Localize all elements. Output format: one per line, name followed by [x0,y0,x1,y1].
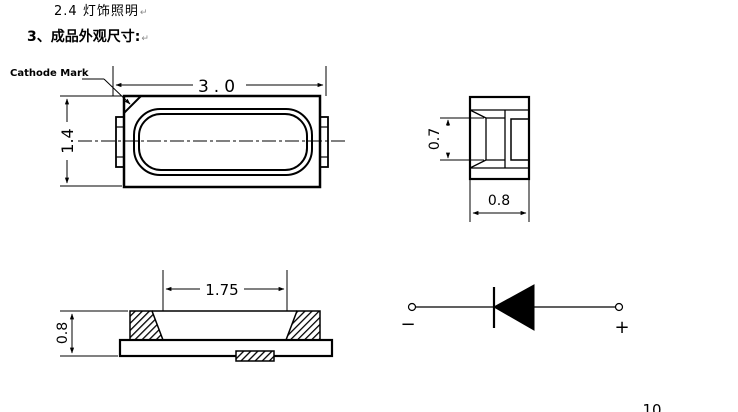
top-view-lens-inner [138,113,308,171]
subsection-heading: 3、成品外观尺寸:↵ [27,26,149,46]
diode-symbol [407,284,624,331]
top-view-left-lead [115,116,125,168]
diode-triangle [492,284,535,331]
section-view [60,270,334,362]
section-left-wall [129,310,165,341]
side-view-body [468,95,531,181]
side-height-dimension: 0.7 [427,128,443,150]
plus-sign: + [614,317,629,338]
cathode-chamfer [123,95,142,114]
subsection-title: 3、成品外观尺寸: [27,29,141,45]
anode-terminal [614,302,624,312]
cathode-terminal [407,302,417,312]
side-width-dimension: 0.8 [488,193,510,209]
section-heading-2-4: 2.4 灯饰照明↵ [54,0,148,19]
cathode-mark-label: Cathode Mark [10,68,89,79]
top-view-lens [133,108,313,176]
paragraph-mark-2: ↵ [141,34,149,44]
side-view [440,95,531,222]
section-title: 灯饰照明 [82,4,139,19]
section-pad [235,350,275,362]
top-height-dimension: 1.4 [58,128,77,153]
section-base [118,338,334,358]
top-view-right-lead [319,116,329,168]
section-height-dimension: 0.8 [55,322,71,344]
side-view-lead [510,118,530,161]
section-number: 2.4 [54,4,78,19]
partial-footer-number: 10 [642,401,661,412]
minus-sign: − [400,314,415,335]
top-view [60,66,348,189]
section-width-dimension: 1.75 [205,281,238,299]
top-length-dimension: 3.0 [198,77,240,97]
paragraph-mark: ↵ [139,8,149,18]
section-right-wall [284,310,321,341]
